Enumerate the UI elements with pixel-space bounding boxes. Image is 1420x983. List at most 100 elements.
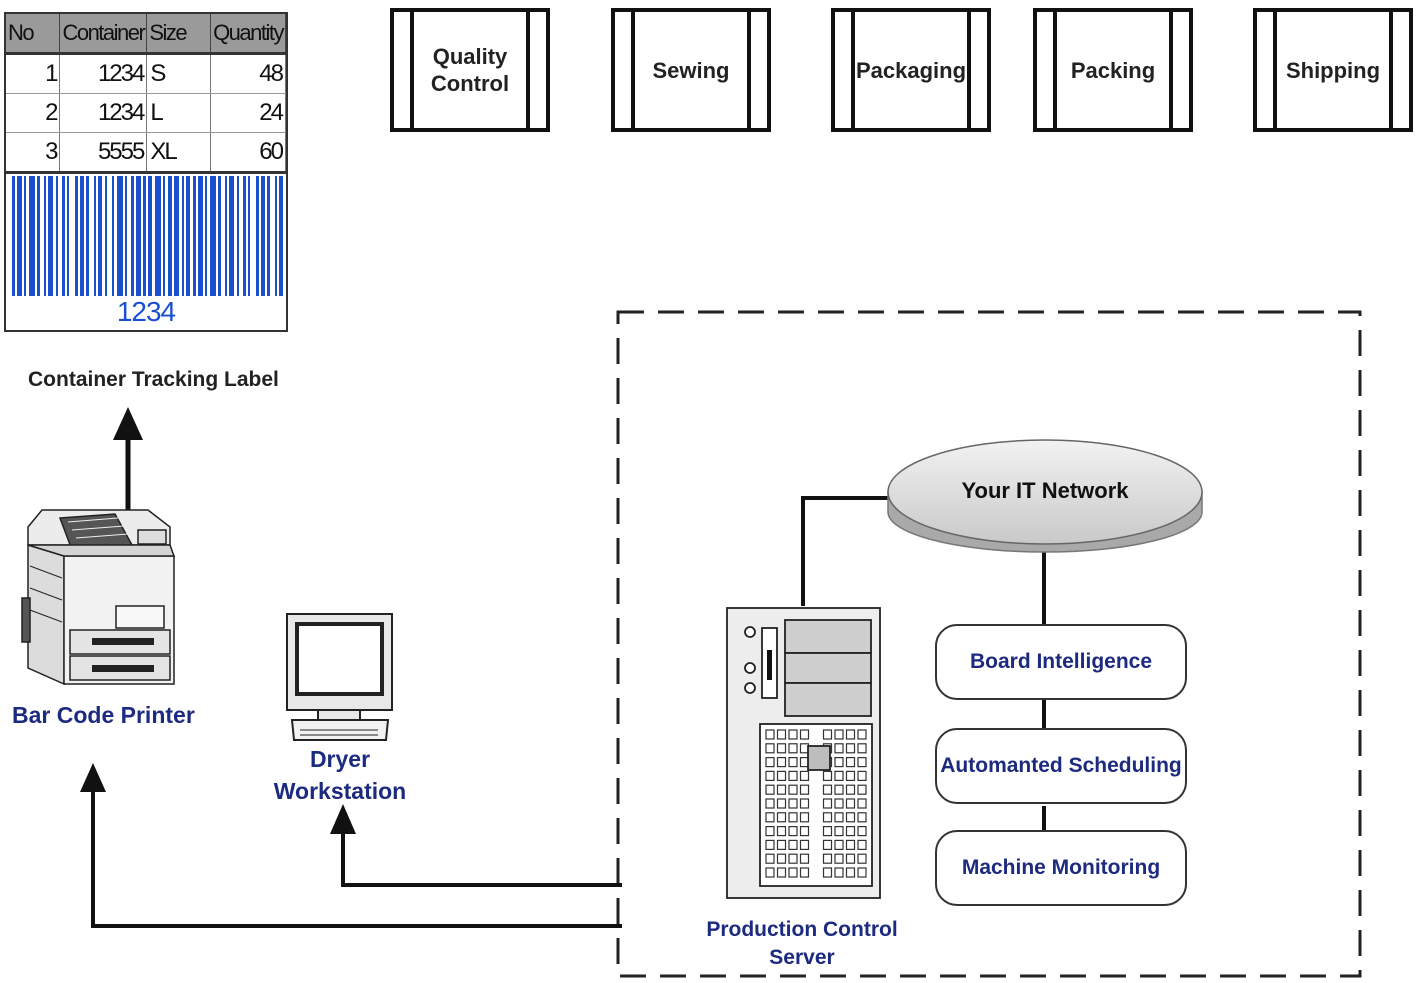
server-vent — [822, 867, 833, 878]
server-vent — [845, 729, 856, 740]
barcode-bar — [193, 176, 196, 296]
cell-no: 3 — [6, 132, 61, 174]
barcode-bar — [117, 176, 123, 296]
server-vent — [799, 784, 810, 795]
server-vent — [845, 867, 856, 878]
server-vent — [788, 756, 798, 768]
barcode — [12, 176, 283, 296]
barcode-bar — [125, 176, 127, 296]
barcode-bar — [205, 176, 207, 296]
barcode-bar — [75, 176, 78, 296]
server-vent — [799, 867, 810, 878]
server-vent — [765, 839, 775, 851]
server-label-line2: Server — [769, 946, 835, 969]
server-vent — [845, 743, 856, 754]
server-vent — [776, 756, 787, 768]
barcode-bar — [168, 176, 172, 296]
server-vent — [834, 743, 844, 754]
server-vent — [845, 825, 856, 837]
module-automated-scheduling: Automanted Scheduling — [935, 728, 1187, 804]
printer-label: Bar Code Printer — [12, 702, 195, 728]
cell-container: 5555 — [59, 132, 148, 174]
server-vent — [857, 784, 867, 795]
barcode-bar — [80, 176, 84, 296]
column-header-size: Size — [146, 14, 212, 55]
server-vent — [788, 867, 798, 878]
server-icon — [726, 607, 881, 899]
process-step-packaging: Packaging — [831, 8, 991, 132]
server-vent — [788, 784, 798, 795]
process-step-label: Shipping — [1285, 57, 1381, 83]
container-tracking-label: No Container Size Quantity 1 1234 S 48 2… — [4, 12, 288, 332]
server-vent — [765, 825, 775, 837]
table-row: 1 1234 S 48 — [6, 53, 286, 94]
server-vent — [799, 839, 810, 851]
network-title: Your IT Network — [961, 478, 1129, 503]
server-vent — [776, 825, 787, 837]
barcode-bar — [275, 176, 277, 296]
barcode-bar — [48, 176, 53, 296]
server-vent — [822, 784, 833, 795]
server-vent — [845, 784, 856, 795]
cell-no: 1 — [6, 53, 61, 94]
server-vents — [765, 729, 867, 878]
table-row: 2 1234 L 24 — [6, 93, 286, 133]
server-vent — [776, 770, 787, 782]
barcode-bar — [182, 176, 184, 296]
server-vent — [776, 812, 787, 823]
server-vent — [845, 812, 856, 823]
cell-size: S — [146, 53, 212, 94]
barcode-bar — [148, 176, 152, 296]
server-vent — [799, 853, 810, 864]
server-vent — [765, 784, 775, 795]
barcode-bar — [56, 176, 58, 296]
server-vent — [788, 729, 798, 740]
server-vent — [765, 770, 775, 782]
server-vent — [765, 812, 775, 823]
server-vent — [788, 743, 798, 754]
cell-no: 2 — [6, 93, 61, 133]
server-vent — [834, 812, 844, 823]
process-step-sewing: Sewing — [611, 8, 771, 132]
server-vent — [799, 729, 810, 740]
server-vent — [822, 853, 833, 864]
barcode-bar — [98, 176, 102, 296]
network-cylinder-icon — [887, 439, 1203, 553]
label-table: No Container Size Quantity 1 1234 S 48 2… — [6, 14, 286, 174]
server-vent — [765, 743, 775, 754]
server-vent — [799, 770, 810, 782]
server-vent — [834, 756, 844, 768]
cell-container: 1234 — [59, 53, 148, 94]
barcode-bar — [131, 176, 134, 296]
barcode-bar — [163, 176, 165, 296]
server-vent — [834, 839, 844, 851]
barcode-bar — [279, 176, 283, 296]
cell-size: XL — [146, 132, 212, 174]
server-vent — [834, 798, 844, 809]
barcode-bar — [112, 176, 114, 296]
server-vent — [834, 770, 844, 782]
server-vent — [834, 867, 844, 878]
printer-icon — [21, 509, 176, 686]
server-vent — [799, 798, 810, 809]
server-vent — [776, 853, 787, 864]
server-vent — [822, 798, 833, 809]
cell-container: 1234 — [59, 93, 148, 133]
barcode-bar — [37, 176, 40, 296]
server-vent — [822, 729, 833, 740]
barcode-bar — [267, 176, 270, 296]
process-step-label: Packaging — [855, 57, 967, 83]
connector-server-to-workstation — [330, 804, 622, 887]
server-vent — [834, 825, 844, 837]
barcode-bar — [86, 176, 89, 296]
barcode-bar — [155, 176, 161, 296]
process-step-shipping: Shipping — [1253, 8, 1413, 132]
server-vent — [857, 867, 867, 878]
server-vent — [776, 798, 787, 809]
cell-quantity: 24 — [210, 93, 286, 133]
server-vent — [765, 756, 775, 768]
barcode-bar — [24, 176, 26, 296]
barcode-bar — [237, 176, 239, 296]
server-vent — [857, 853, 867, 864]
